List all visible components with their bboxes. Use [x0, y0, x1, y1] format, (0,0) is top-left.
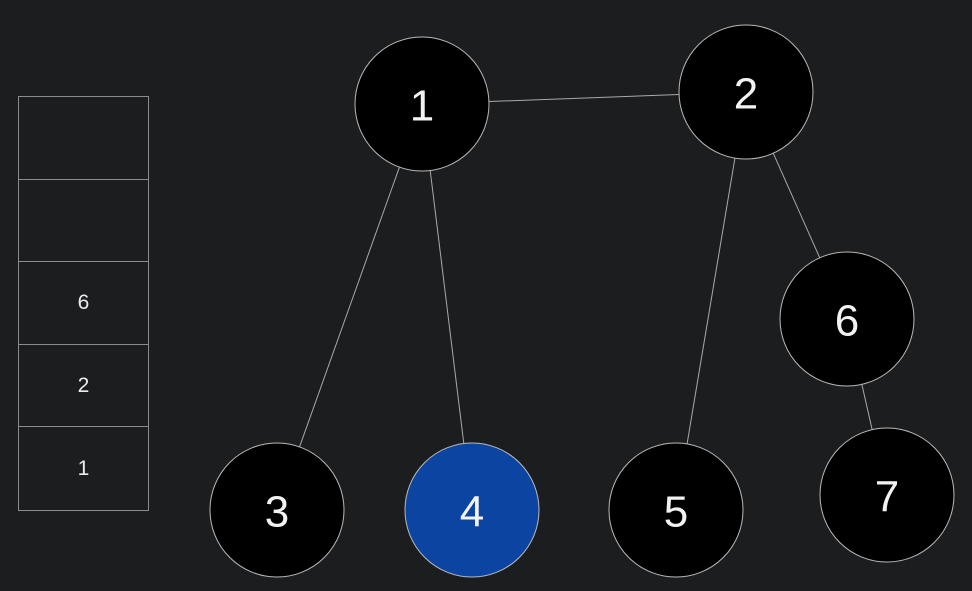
node-5[interactable]: 5 [608, 442, 744, 578]
stack-cell-2 [19, 180, 148, 263]
node-label: 4 [460, 488, 484, 537]
node-4[interactable]: 4 [404, 442, 540, 578]
node-label: 1 [410, 82, 434, 131]
node-circle [779, 251, 915, 387]
node-circle [678, 24, 814, 160]
node-circle [354, 36, 490, 172]
node-circle [209, 442, 345, 578]
node-label: 6 [835, 297, 859, 346]
stack-cell-4: 2 [19, 345, 148, 428]
node-circle [819, 427, 955, 563]
edges-layer [299, 93, 873, 448]
edge-1-2 [488, 93, 680, 103]
node-label: 3 [265, 488, 289, 537]
edge-1-4 [429, 170, 465, 444]
node-label: 5 [664, 488, 688, 537]
edge-2-6 [772, 153, 821, 258]
node-3[interactable]: 3 [209, 442, 345, 578]
stack-cell-1 [19, 97, 148, 180]
stack-panel: 6 2 1 [18, 96, 149, 511]
node-2[interactable]: 2 [678, 24, 814, 160]
nodes-layer: 1 2 3 4 5 6 7 [209, 24, 955, 578]
node-7[interactable]: 7 [819, 427, 955, 563]
node-label: 2 [734, 70, 758, 119]
node-6[interactable]: 6 [779, 251, 915, 387]
edge-2-5 [686, 157, 736, 445]
node-circle [404, 442, 540, 578]
node-circle [608, 442, 744, 578]
edge-6-7 [861, 384, 873, 430]
stack-cell-3: 6 [19, 262, 148, 345]
edge-1-3 [299, 166, 400, 448]
stack-cell-5: 1 [77, 456, 90, 480]
node-label: 7 [875, 473, 899, 522]
node-1[interactable]: 1 [354, 36, 490, 172]
